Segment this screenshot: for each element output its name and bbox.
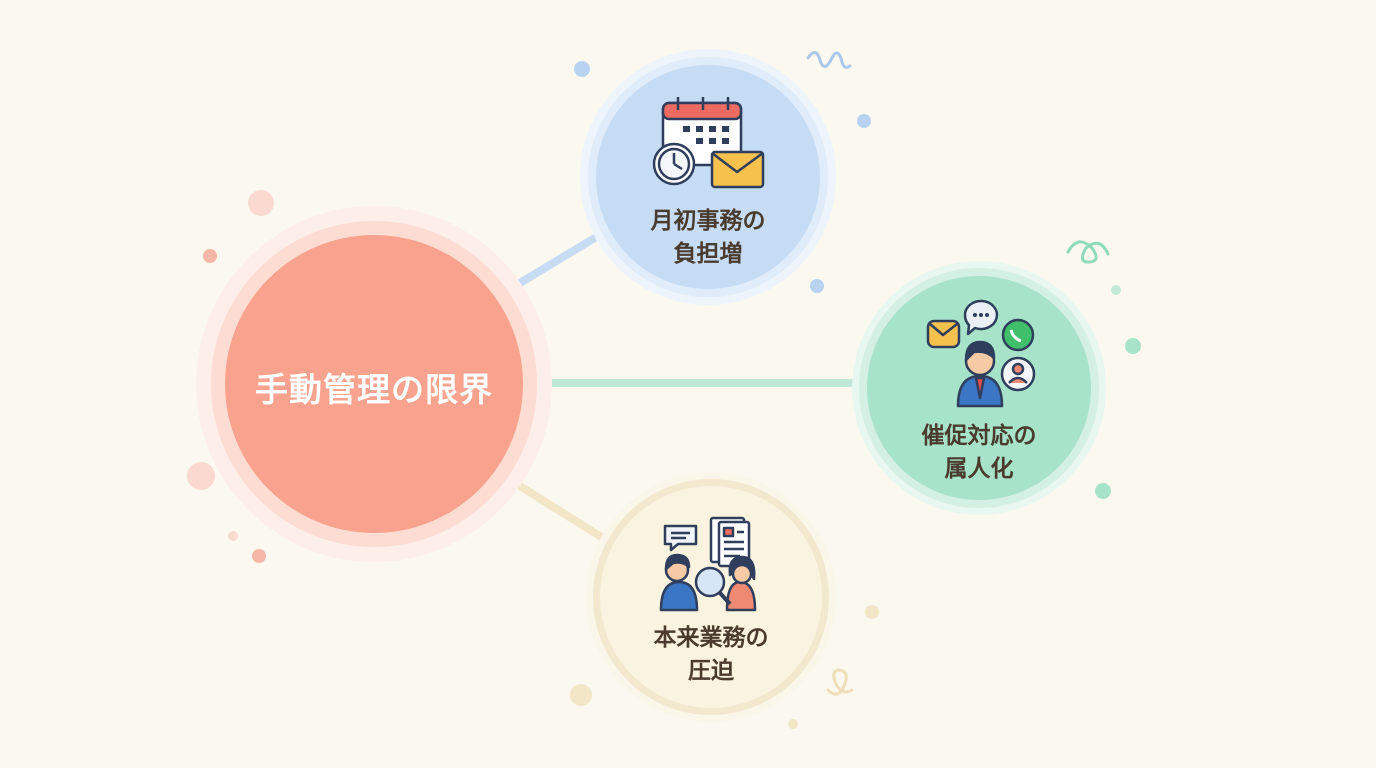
center-node-label: 手動管理の限界: [255, 370, 493, 409]
calendar-clock-mail-icon: [652, 97, 765, 189]
decorative-squiggles: [806, 51, 1110, 696]
node-monthly: [580, 49, 836, 305]
node-label-dunning: 催促対応の 属人化: [921, 423, 1037, 482]
people-documents-search-icon: [659, 516, 757, 612]
node-label-monthly: 月初事務の 負担増: [650, 208, 766, 267]
node-label-core: 本来業務の 圧迫: [653, 625, 769, 684]
person-messages-icon: [926, 299, 1036, 408]
center-node: [196, 206, 552, 562]
decorative-dots: [187, 61, 1141, 729]
